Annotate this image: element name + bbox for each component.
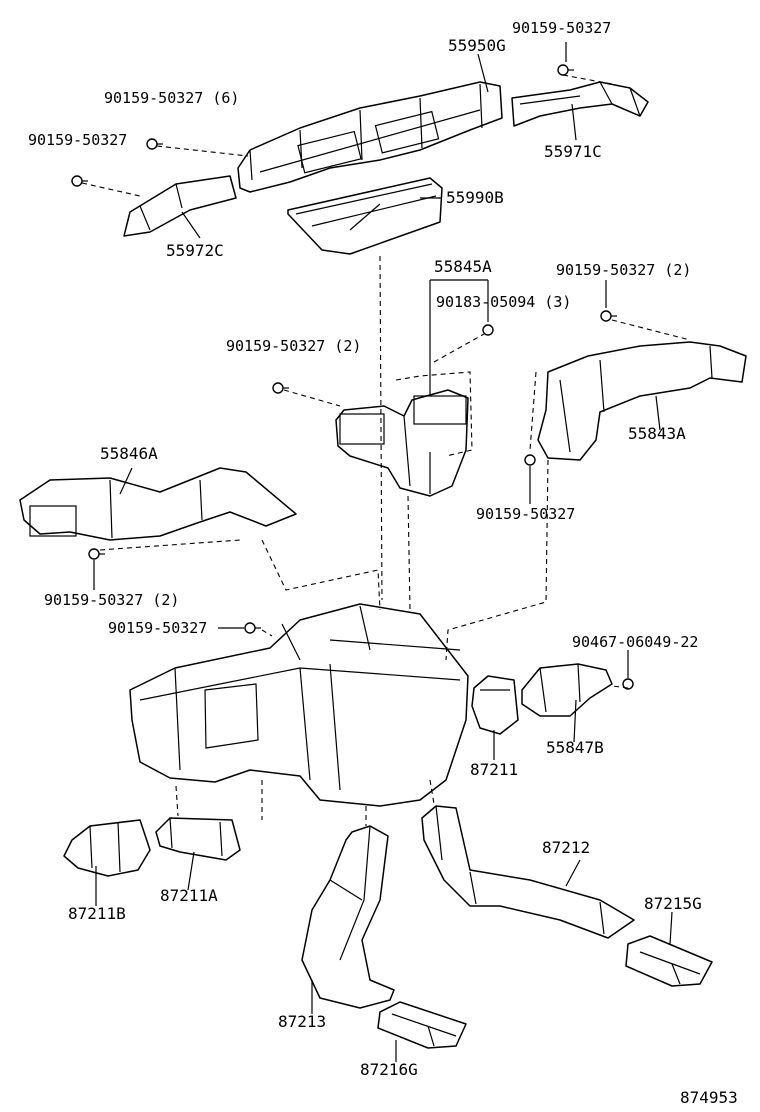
part-label-87213: 87213 xyxy=(278,1012,327,1031)
bolt-icon xyxy=(88,548,105,560)
register-55990b xyxy=(287,177,443,255)
part-label-55950g: 55950G xyxy=(448,36,506,55)
center-vent-55845a xyxy=(335,389,469,497)
part-label-bolt-x2-center: 90159-50327 (2) xyxy=(226,337,362,355)
bolt-icon xyxy=(622,678,634,690)
part-label-bolt-top-right: 90159-50327 xyxy=(512,19,612,37)
part-label-55845a: 55845A xyxy=(434,257,492,276)
bolt-icon xyxy=(244,622,261,634)
part-label-55843a: 55843A xyxy=(628,424,686,443)
bolt-icon xyxy=(71,175,88,187)
side-duct-55971c xyxy=(511,81,649,127)
dash-duct-55950g xyxy=(237,81,503,193)
diagram-id: 874953 xyxy=(680,1088,738,1107)
side-duct-55846a xyxy=(19,467,297,541)
duct-87211b xyxy=(63,819,151,877)
part-label-55847b: 55847B xyxy=(546,738,604,757)
part-label-55972c: 55972C xyxy=(166,241,224,260)
heater-unit xyxy=(129,603,469,807)
duct-87211 xyxy=(471,675,519,735)
bolt-icon xyxy=(482,324,494,336)
part-label-bolt-right-duct: 90159-50327 xyxy=(476,505,576,523)
bolt-icon xyxy=(272,382,289,394)
floor-duct-87212 xyxy=(421,805,635,939)
part-label-bolt-x2-left: 90159-50327 (2) xyxy=(44,591,180,609)
bolt-icon xyxy=(557,64,574,76)
bolts xyxy=(71,64,634,690)
part-label-bolt-x2-right: 90159-50327 (2) xyxy=(556,261,692,279)
part-label-55971c: 55971C xyxy=(544,142,602,161)
side-duct-55843a xyxy=(537,341,747,461)
part-label-bolt-unit: 90159-50327 xyxy=(108,619,208,637)
connector-87216g xyxy=(377,1001,467,1049)
bolt-icon xyxy=(524,454,536,466)
connector-87215g xyxy=(625,935,713,987)
floor-duct-87213 xyxy=(301,825,395,1009)
leader-lines xyxy=(93,42,673,1062)
duct-55847b xyxy=(521,663,613,717)
part-label-screw: 90467-06049-22 xyxy=(572,633,699,651)
part-label-bolt-x6: 90159-50327 (6) xyxy=(104,89,240,107)
part-label-87216g: 87216G xyxy=(360,1060,418,1079)
part-label-55846a: 55846A xyxy=(100,444,158,463)
bolt-icon xyxy=(600,310,617,322)
bolt-icon xyxy=(146,138,163,150)
part-label-55990b: 55990B xyxy=(446,188,504,207)
alignment-lines xyxy=(81,74,691,826)
part-label-87211: 87211 xyxy=(470,760,519,779)
side-duct-55972c xyxy=(123,175,237,237)
part-label-87211a: 87211A xyxy=(160,886,218,905)
part-label-87212: 87212 xyxy=(542,838,591,857)
part-label-clip-x3: 90183-05094 (3) xyxy=(436,293,572,311)
part-label-bolt-top-left: 90159-50327 xyxy=(28,131,128,149)
part-label-87215g: 87215G xyxy=(644,894,702,913)
duct-87211a xyxy=(155,817,241,861)
part-label-87211b: 87211B xyxy=(68,904,126,923)
